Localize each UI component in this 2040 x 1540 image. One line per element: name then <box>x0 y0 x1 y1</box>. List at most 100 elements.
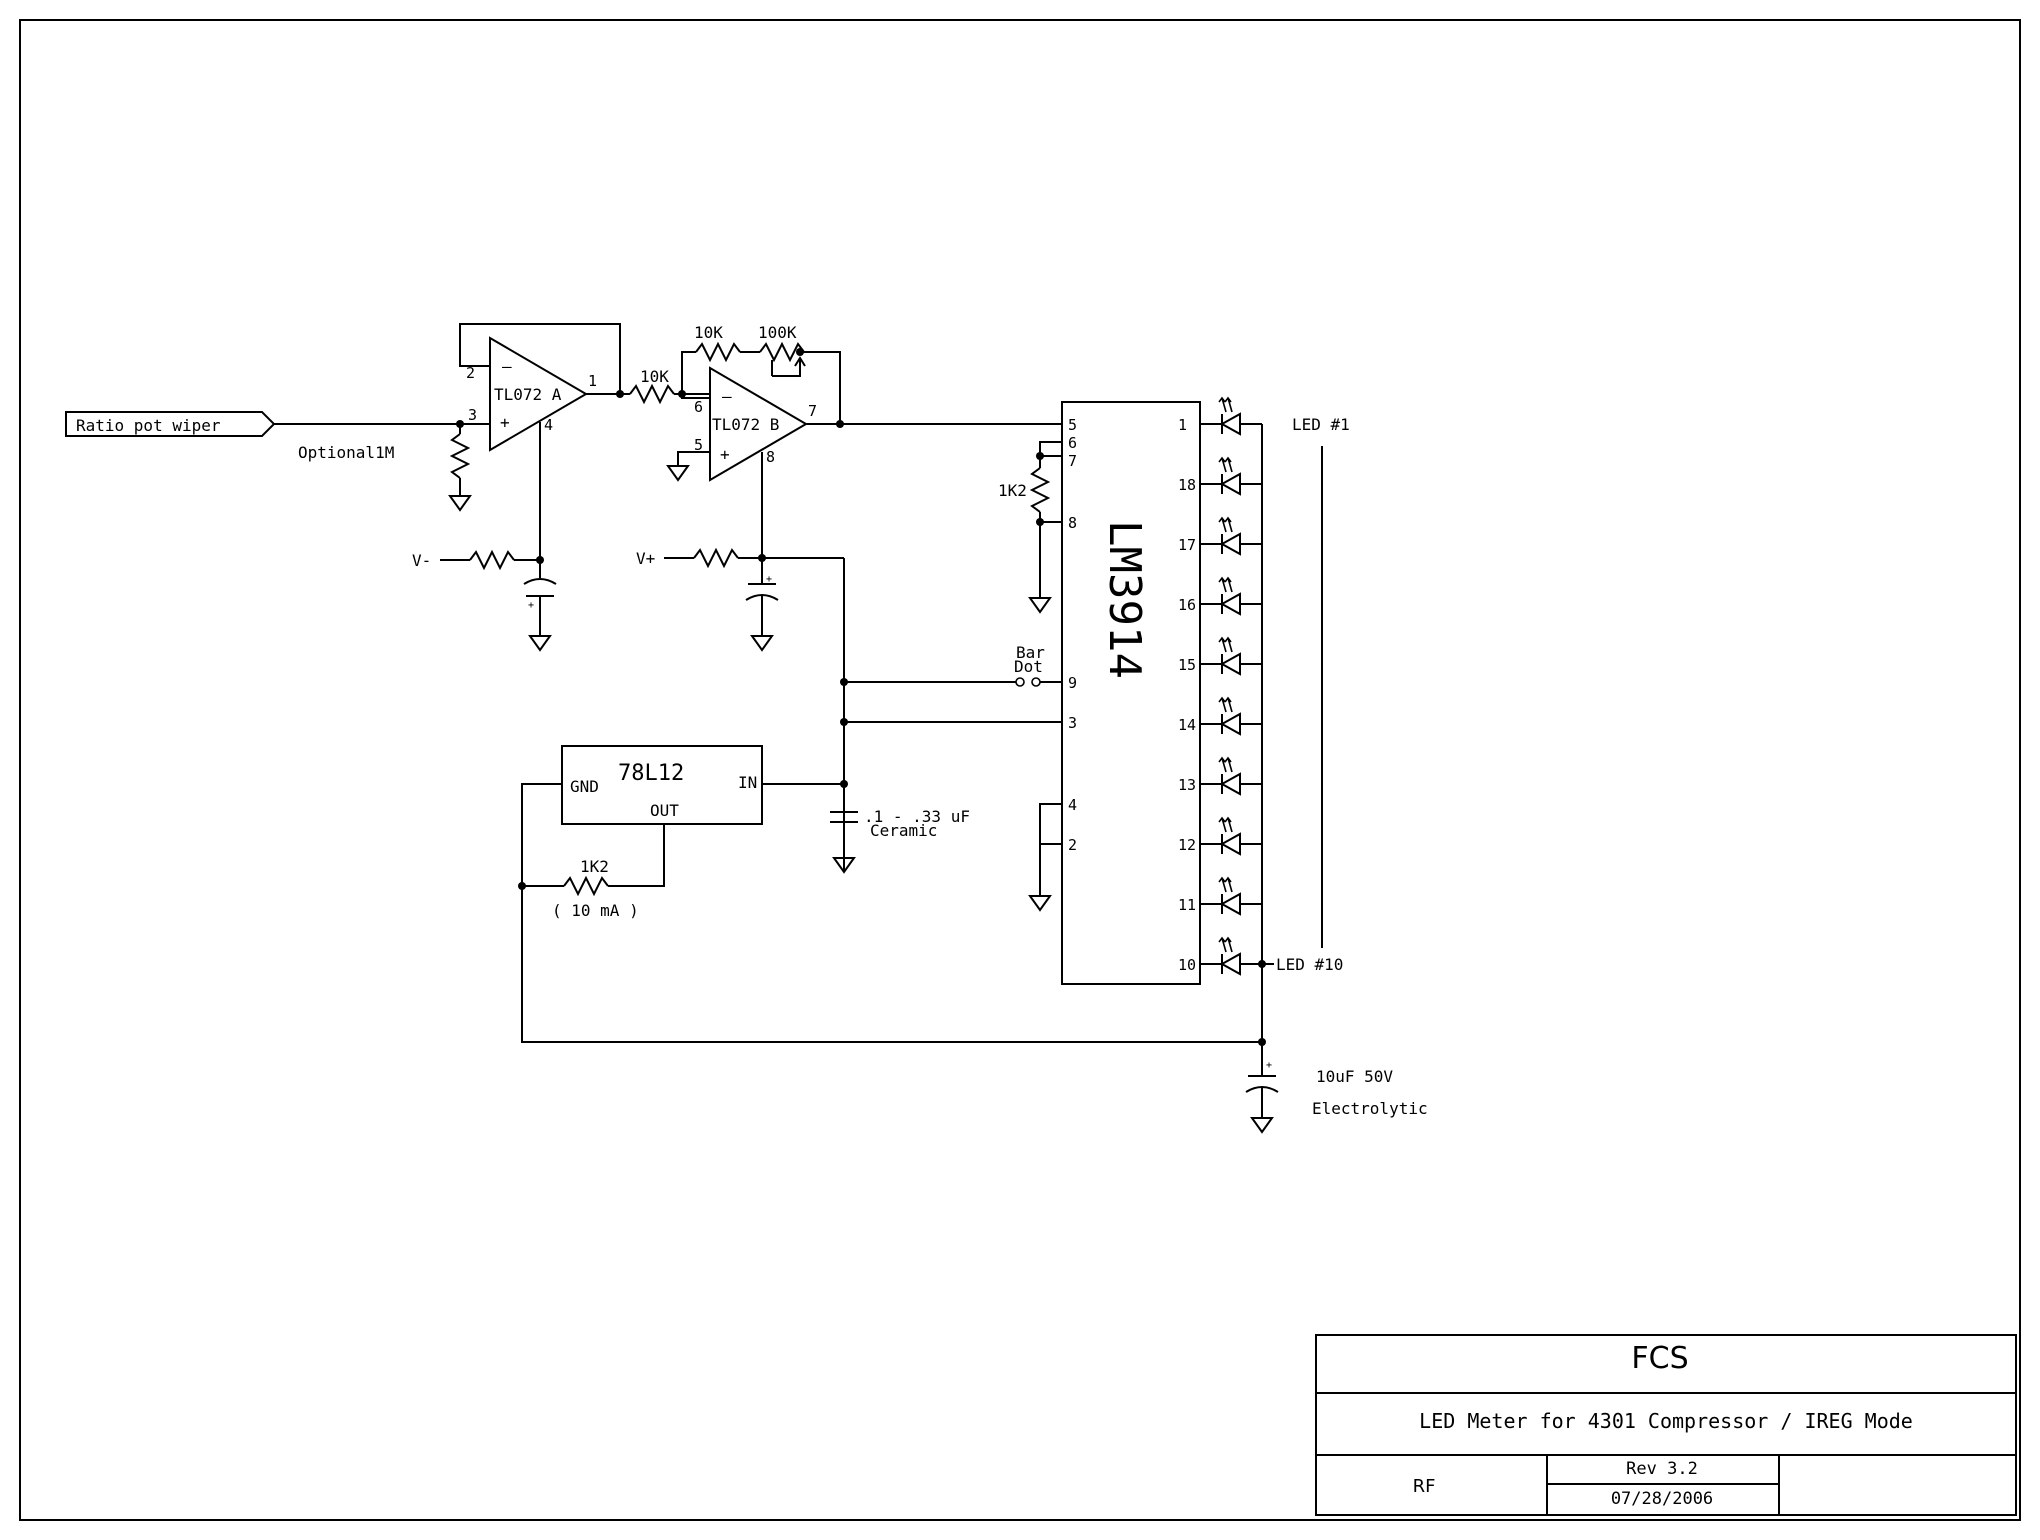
led-pin-number: 16 <box>1178 596 1196 614</box>
vplus-capacitor: + <box>745 558 779 636</box>
regulator-78l12: 78L12 GND IN OUT <box>561 745 763 825</box>
led-10: 10 <box>1178 936 1262 976</box>
ground-icon <box>528 635 552 652</box>
input-port: Ratio pot wiper <box>65 411 276 437</box>
optional-1m-label: Optional1M <box>298 443 394 462</box>
led-9: 11 <box>1178 876 1262 916</box>
led-pin-number: 18 <box>1178 476 1196 494</box>
led-first-label: LED #1 <box>1292 415 1350 434</box>
lm3914-pin-6: 6 <box>1068 434 1077 452</box>
dot-label: Dot <box>1014 657 1043 676</box>
title-block-company: FCS <box>1631 1341 1688 1376</box>
bar-label: Bar <box>1016 643 1045 662</box>
svg-text:+: + <box>766 574 772 585</box>
regulator-name: 78L12 <box>618 761 684 786</box>
ground-icon <box>448 495 472 512</box>
lm3914-pin-5: 5 <box>1068 416 1077 434</box>
opamp-b-plus: + <box>720 445 730 464</box>
opamp-b-label: TL072 B <box>712 415 779 434</box>
resistor-10k-in: 10K <box>629 367 675 405</box>
opamp-a-pin3: 3 <box>468 406 477 424</box>
led-pin-number: 1 <box>1178 416 1187 434</box>
lm3914-name: LM3914 <box>1099 520 1150 679</box>
led-1: 1 <box>1178 396 1262 436</box>
vplus-label: V+ <box>636 549 655 568</box>
output-cap-value: 10uF 50V <box>1316 1067 1393 1086</box>
regulator-gnd: GND <box>570 777 599 796</box>
opamp-b-pin7: 7 <box>808 402 817 420</box>
ceramic-cap-value: .1 - .33 uF <box>864 807 970 826</box>
vminus-capacitor: + <box>523 560 557 636</box>
vminus-resistor: V- <box>412 549 540 571</box>
led-pin-number: 14 <box>1178 716 1196 734</box>
opamp-a-pin2: 2 <box>466 364 475 382</box>
pot-100k-feedback: 100K <box>758 323 806 377</box>
led-2: 18 <box>1178 456 1262 496</box>
regulator-current: ( 10 mA ) <box>552 901 639 920</box>
opamp-b-minus: – <box>722 387 732 406</box>
lm3914-pin-8: 8 <box>1068 514 1077 532</box>
input-port-label: Ratio pot wiper <box>76 416 221 435</box>
title-block: FCS LED Meter for 4301 Compressor / IREG… <box>1315 1334 2017 1516</box>
resistor-1k2-reg: 1K2 ( 10 mA ) <box>552 857 639 920</box>
vminus-label: V- <box>412 551 431 570</box>
led-pin-number: 10 <box>1178 956 1196 974</box>
resistor-10k-feedback-label: 10K <box>694 323 723 342</box>
led-3: 17 <box>1178 516 1262 556</box>
opamp-b: TL072 B – + 6 5 7 8 <box>694 366 817 482</box>
led-last-label: LED #10 <box>1276 955 1343 974</box>
opamp-b-pin6: 6 <box>694 398 703 416</box>
output-capacitor: + 10uF 50V Electrolytic <box>1245 1042 1428 1118</box>
ground-icon <box>1028 597 1052 614</box>
ground-icon <box>666 465 690 482</box>
regulator-out: OUT <box>650 801 679 820</box>
led-pin-number: 11 <box>1178 896 1196 914</box>
led-6: 14 <box>1178 696 1262 736</box>
lm3914-pin-2: 2 <box>1068 836 1077 854</box>
opamp-b-pin5: 5 <box>694 436 703 454</box>
led-4: 16 <box>1178 576 1262 616</box>
svg-text:+: + <box>528 600 534 611</box>
resistor-1k2-reg-label: 1K2 <box>580 857 609 876</box>
lm3914-chip: LM3914 <box>1061 401 1201 985</box>
opamp-a: TL072 A – + 2 3 1 4 <box>466 336 597 452</box>
svg-text:+: + <box>1266 1060 1272 1071</box>
resistor-1k2-ref: 1K2 <box>998 456 1051 522</box>
opamp-a-label: TL072 A <box>494 385 562 404</box>
resistor-1k2-ref-label: 1K2 <box>998 481 1027 500</box>
vplus-resistor: V+ <box>636 547 762 569</box>
lm3914-pin-4: 4 <box>1068 796 1077 814</box>
led-5: 15 <box>1178 636 1262 676</box>
led-8: 12 <box>1178 816 1262 856</box>
bar-dot-switch: Bar Dot <box>1014 643 1062 687</box>
ceramic-capacitor: .1 - .33 uF Ceramic <box>830 784 970 858</box>
lm3914-pin-7: 7 <box>1068 452 1077 470</box>
led-column: 1 18 17 16 15 14 13 12 11 10 <box>1178 396 1262 976</box>
ground-icon <box>832 857 856 874</box>
led-7: 13 <box>1178 756 1262 796</box>
title-block-title: LED Meter for 4301 Compressor / IREG Mod… <box>1419 1409 1913 1433</box>
opamp-b-pin8: 8 <box>766 448 775 466</box>
led-pin-number: 17 <box>1178 536 1196 554</box>
opamp-a-pin1: 1 <box>588 372 597 390</box>
lm3914-pin-3: 3 <box>1068 714 1077 732</box>
pot-100k-label: 100K <box>758 323 797 342</box>
opamp-a-plus: + <box>500 413 510 432</box>
title-block-rev: Rev 3.2 <box>1626 1459 1698 1479</box>
led-pin-number: 15 <box>1178 656 1196 674</box>
optional-1m-resistor: Optional1M <box>298 424 471 496</box>
resistor-10k-in-label: 10K <box>640 367 669 386</box>
resistor-10k-feedback: 10K <box>694 323 741 363</box>
drawing-border <box>19 19 2021 1521</box>
title-block-date: 07/28/2006 <box>1611 1489 1713 1509</box>
output-cap-type: Electrolytic <box>1312 1099 1428 1118</box>
ground-icon <box>750 635 774 652</box>
led-pin-number: 12 <box>1178 836 1196 854</box>
regulator-in: IN <box>738 773 757 792</box>
ground-icon <box>1028 895 1052 912</box>
opamp-a-pin4: 4 <box>544 416 553 434</box>
title-block-author: RF <box>1413 1476 1436 1497</box>
led-pin-number: 13 <box>1178 776 1196 794</box>
